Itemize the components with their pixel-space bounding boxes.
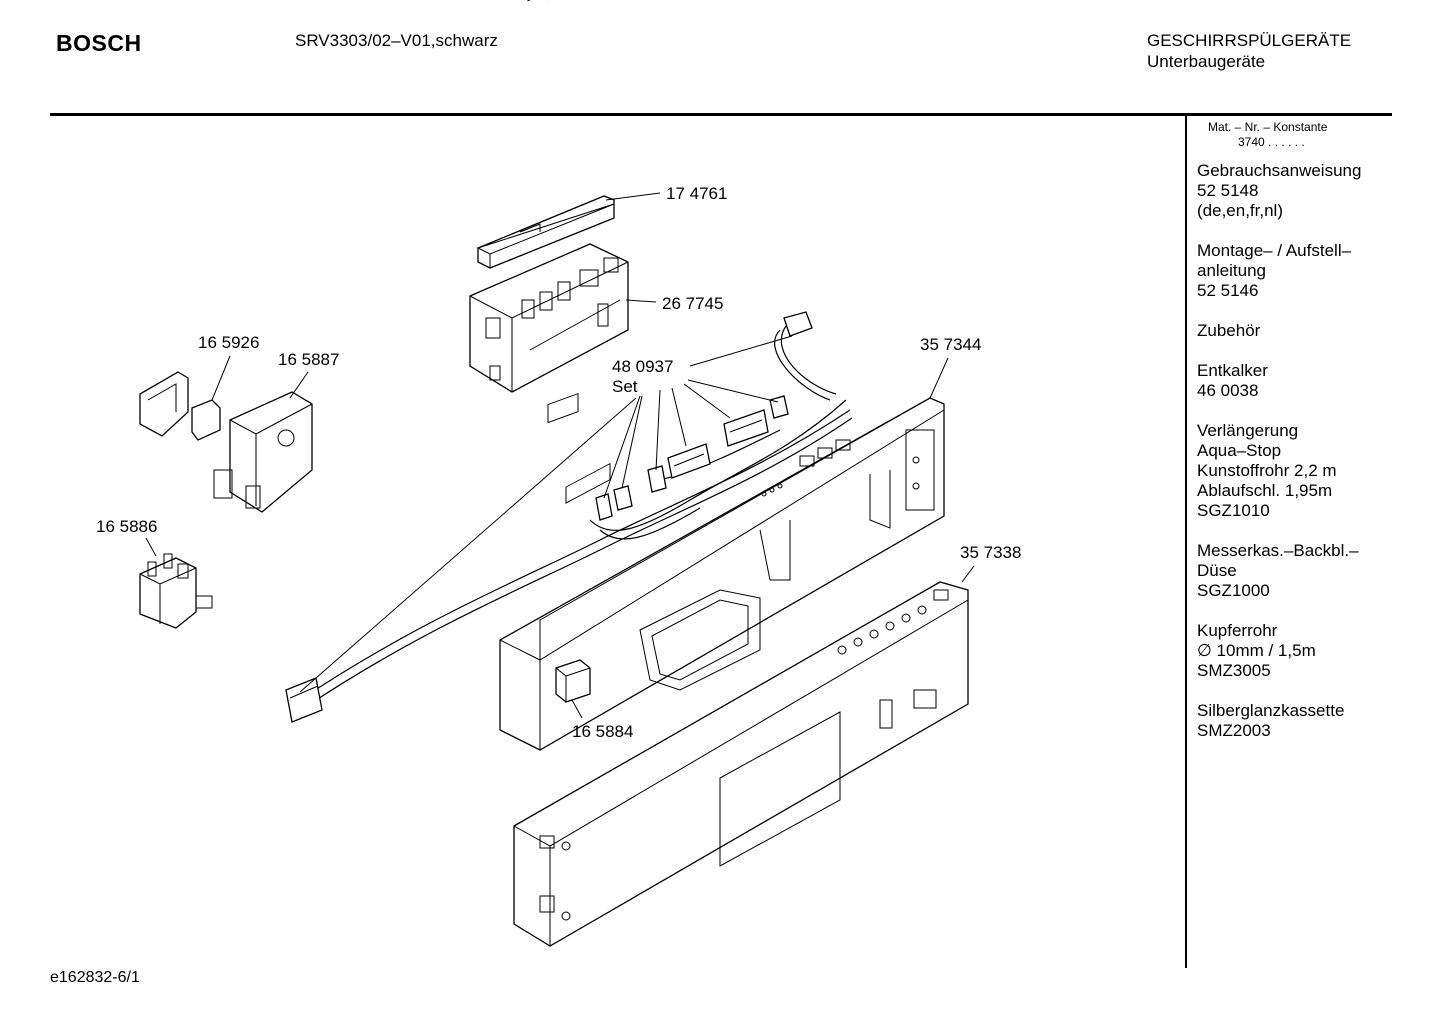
brand-logo: BOSCH xyxy=(56,30,142,56)
accessory-line: 52 5148 xyxy=(1197,181,1259,200)
inner-frame-part xyxy=(513,462,969,947)
accessory-line: SGZ1000 xyxy=(1197,581,1270,600)
header-divider xyxy=(50,113,1392,116)
cover-clip-part xyxy=(139,371,221,441)
accessory-item: Montage– / Aufstell– anleitung 52 5146 xyxy=(1197,241,1361,301)
callout-16-5884: 16 5884 xyxy=(572,722,633,741)
accessory-line: Zubehör xyxy=(1197,321,1261,340)
callout-16-5886: 16 5886 xyxy=(96,517,157,536)
accessory-line: Montage– / Aufstell– xyxy=(1197,241,1352,260)
callout-17-4761: 17 4761 xyxy=(666,184,727,203)
category-title: GESCHIRRSPÜLGERÄTE xyxy=(1147,31,1352,50)
accessory-line: anleitung xyxy=(1197,261,1267,280)
switch-block-part xyxy=(139,553,213,629)
accessory-line: Kunstoffrohr 2,2 m xyxy=(1197,461,1337,480)
accessory-line: (de,en,fr,nl) xyxy=(1197,201,1283,220)
accessory-item: Gebrauchsanweisung 52 5148 (de,en,fr,nl) xyxy=(1197,161,1361,221)
accessory-line: Kupferrohr xyxy=(1197,621,1278,640)
bracket-part xyxy=(213,391,313,513)
exploded-view-diagram: 17 4761 26 7745 48 0937 Set 35 7344 35 7… xyxy=(96,0,1021,947)
accessory-line: ∅ 10mm / 1,5m xyxy=(1197,641,1316,660)
callout-16-5887: 16 5887 xyxy=(278,350,339,369)
accessory-line: Entkalker xyxy=(1197,361,1268,380)
callout-16-5926: 16 5926 xyxy=(198,333,259,352)
sidebar-heading: Mat. – Nr. – Konstante xyxy=(1208,120,1328,134)
electronic-module-part xyxy=(469,243,629,393)
callout-35-7344: 35 7344 xyxy=(920,335,981,354)
accessory-item: Zubehör xyxy=(1197,321,1361,341)
accessory-line: SMZ2003 xyxy=(1197,721,1271,740)
drawing-id: e162832-6/1 xyxy=(50,969,140,986)
accessory-line: 52 5146 xyxy=(1197,281,1259,300)
model-number: SRV3303/02–V01,schwarz xyxy=(295,31,498,50)
accessory-item: Entkalker 46 0038 xyxy=(1197,361,1361,401)
sidebar-divider xyxy=(1185,116,1187,968)
accessory-item: Kupferrohr ∅ 10mm / 1,5m SMZ3005 xyxy=(1197,621,1361,681)
accessory-line: Silberglanzkassette xyxy=(1197,701,1345,720)
callout-26-7745: 26 7745 xyxy=(662,294,723,313)
accessory-line: Ablaufschl. 1,95m xyxy=(1197,481,1333,500)
keypad-strip-part xyxy=(476,0,615,269)
accessory-item: Verlängerung Aqua–Stop Kunstoffrohr 2,2 … xyxy=(1197,421,1361,521)
accessory-list: Gebrauchsanweisung 52 5148 (de,en,fr,nl)… xyxy=(1197,161,1361,761)
leader-lines xyxy=(145,192,975,719)
callout-48-0937: 48 0937 xyxy=(612,357,673,376)
callout-48-0937-set: Set xyxy=(612,377,638,396)
accessory-line: Aqua–Stop xyxy=(1197,441,1282,460)
accessory-item: Silberglanzkassette SMZ2003 xyxy=(1197,701,1361,741)
wiring-harness-part xyxy=(285,311,853,723)
accessory-line: SGZ1010 xyxy=(1197,501,1270,520)
callout-35-7338: 35 7338 xyxy=(960,543,1021,562)
accessory-item: Messerkas.–Backbl.– Düse SGZ1000 xyxy=(1197,541,1361,601)
category-subtitle: Unterbaugeräte xyxy=(1147,52,1266,71)
accessory-line: Düse xyxy=(1197,561,1237,580)
sidebar-constant: 3740 . . . . . . xyxy=(1238,135,1305,149)
accessory-line: Gebrauchsanweisung xyxy=(1197,161,1362,180)
accessory-line: Verlängerung xyxy=(1197,421,1299,440)
small-block-part xyxy=(555,659,591,703)
accessory-line: SMZ3005 xyxy=(1197,661,1271,680)
accessory-line: 46 0038 xyxy=(1197,381,1259,400)
accessory-line: Messerkas.–Backbl.– xyxy=(1197,541,1359,560)
